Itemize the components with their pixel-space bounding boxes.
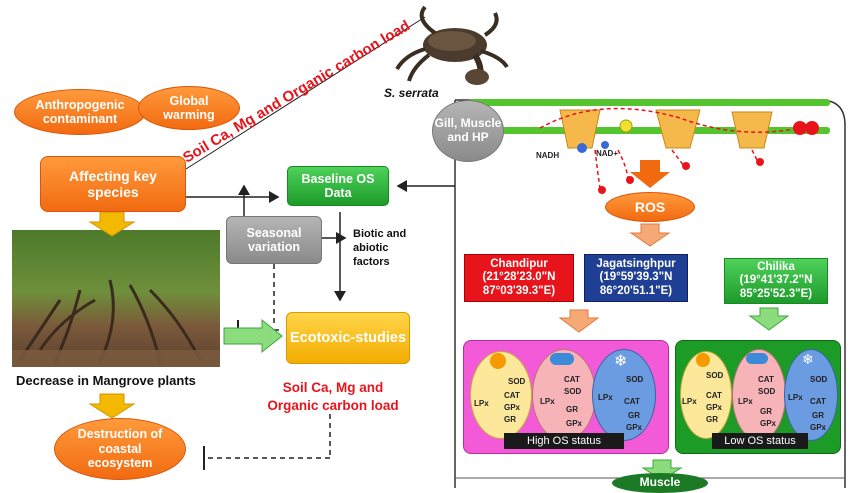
soil-load-label: Soil Ca, Mg and Organic carbon load: [267, 380, 399, 413]
label-sod: SOD: [706, 371, 724, 380]
down-arrow-1: [88, 211, 136, 237]
destruction-node: Destruction of coastal ecosystem: [54, 418, 186, 480]
site-lat: (19°41'37.2"N: [739, 274, 813, 287]
nadh-label: NADH: [536, 151, 560, 160]
tissues-label: Gill, Muscle and HP: [434, 116, 502, 144]
membrane-bottom: [468, 127, 830, 134]
ros-label: ROS: [634, 198, 666, 215]
label-sod: SOD: [626, 375, 644, 384]
biotic-abiotic-factors: Biotic and abiotic factors: [353, 228, 407, 268]
label-cat: CAT: [624, 397, 640, 406]
label-lpx: LPx: [682, 397, 697, 406]
site-jagatsinghpur: Jagatsinghpur (19°59'39.3"N 86°20'51.1"E…: [584, 254, 688, 302]
label-lpx: LPx: [598, 393, 613, 402]
label-cat: CAT: [810, 397, 826, 406]
cell-cold: [592, 349, 656, 441]
snowflake-icon: ❄: [802, 351, 814, 367]
muscle-label: Muscle: [639, 475, 681, 490]
ecotoxic-studies-node: Ecotoxic-studies: [286, 312, 410, 364]
affecting-key-species-node: Affecting key species: [40, 156, 186, 212]
seasonal-variation-node: Seasonal variation: [226, 216, 322, 264]
mangrove-photo: [12, 230, 220, 367]
label-cat: CAT: [564, 375, 580, 384]
cloud-icon: [550, 353, 574, 365]
label-gr: GR: [628, 411, 640, 420]
nad-label: NAD+: [596, 149, 619, 158]
cell-cold: [784, 349, 838, 441]
anthropogenic-contaminant-node: Anthropogenic contaminant: [14, 89, 146, 135]
global-warming-label: Global warming: [163, 93, 215, 122]
label-gr: GR: [706, 415, 718, 424]
destruction-label: Destruction of coastal ecosystem: [77, 427, 163, 471]
label-cat: CAT: [758, 375, 774, 384]
membrane-top: [468, 99, 830, 106]
site-lon: 85°25'52.3"E): [739, 287, 813, 300]
label-sod: SOD: [564, 387, 582, 396]
site-lat: (21°28'23.0"N: [482, 271, 556, 284]
label-lpx: LPx: [738, 397, 753, 406]
label-gpx: GPx: [626, 423, 643, 432]
species-name: S. serrata: [384, 86, 439, 100]
site-chilika: Chilika (19°41'37.2"N 85°25'52.3"E): [724, 258, 828, 304]
label-lpx: LPx: [540, 397, 555, 406]
mangrove-roots: [18, 279, 202, 363]
affecting-label: Affecting key species: [69, 167, 157, 200]
label-sod: SOD: [758, 387, 776, 396]
label-cat: CAT: [504, 391, 520, 400]
low-os-panel: ❄ SOD LPx CAT GPx GR CAT SOD LPx GR GPx …: [675, 340, 841, 454]
label-gr: GR: [566, 405, 578, 414]
high-os-panel: ❄ SOD LPx CAT GPx GR CAT SOD LPx GR GPx …: [463, 340, 669, 454]
mangrove-caption: Decrease in Mangrove plants: [16, 373, 196, 388]
seasonal-label: Seasonal variation: [246, 225, 302, 254]
label-gpx: GPx: [810, 423, 827, 432]
low-os-status: Low OS status: [712, 433, 808, 449]
label-gpx: GPx: [706, 403, 723, 412]
sun-icon: [490, 353, 506, 369]
label-sod: SOD: [508, 377, 526, 386]
ecotoxic-label: Ecotoxic-studies: [289, 329, 407, 346]
baseline-os-data-node: Baseline OS Data: [287, 166, 389, 206]
label-gpx: GPx: [566, 419, 583, 428]
label-gpx: GPx: [760, 419, 777, 428]
global-warming-node: Global warming: [138, 86, 240, 130]
ros-node: ROS: [605, 192, 695, 222]
muscle-node: Muscle: [612, 473, 708, 493]
site-lon: 86°20'51.1"E): [599, 284, 673, 297]
label-sod: SOD: [810, 375, 828, 384]
tissues-node: Gill, Muscle and HP: [432, 100, 504, 162]
site-chandipur: Chandipur (21°28'23.0"N 87°03'39.3"E): [464, 254, 574, 302]
label-gpx: GPx: [504, 403, 521, 412]
label-lpx: LPx: [474, 399, 489, 408]
site-name: Chandipur: [490, 258, 548, 271]
site-lat: (19°59'39.3"N: [599, 271, 673, 284]
baseline-label: Baseline OS Data: [301, 171, 375, 200]
cloud-icon: [746, 353, 768, 364]
snowflake-icon: ❄: [614, 353, 628, 370]
high-os-status: High OS status: [504, 433, 624, 449]
label-gr: GR: [760, 407, 772, 416]
cell-rain: [732, 349, 786, 441]
site-lon: 87°03'39.3"E): [482, 284, 556, 297]
label-gr: GR: [504, 415, 516, 424]
down-arrow-2: [88, 393, 136, 419]
anthropogenic-label: Anthropogenic contaminant: [35, 97, 125, 126]
site-name: Jagatsinghpur: [596, 258, 676, 271]
label-gr: GR: [812, 411, 824, 420]
label-cat: CAT: [706, 391, 722, 400]
site-name: Chilika: [757, 261, 795, 274]
sun-icon: [696, 353, 710, 367]
label-lpx: LPx: [788, 393, 803, 402]
